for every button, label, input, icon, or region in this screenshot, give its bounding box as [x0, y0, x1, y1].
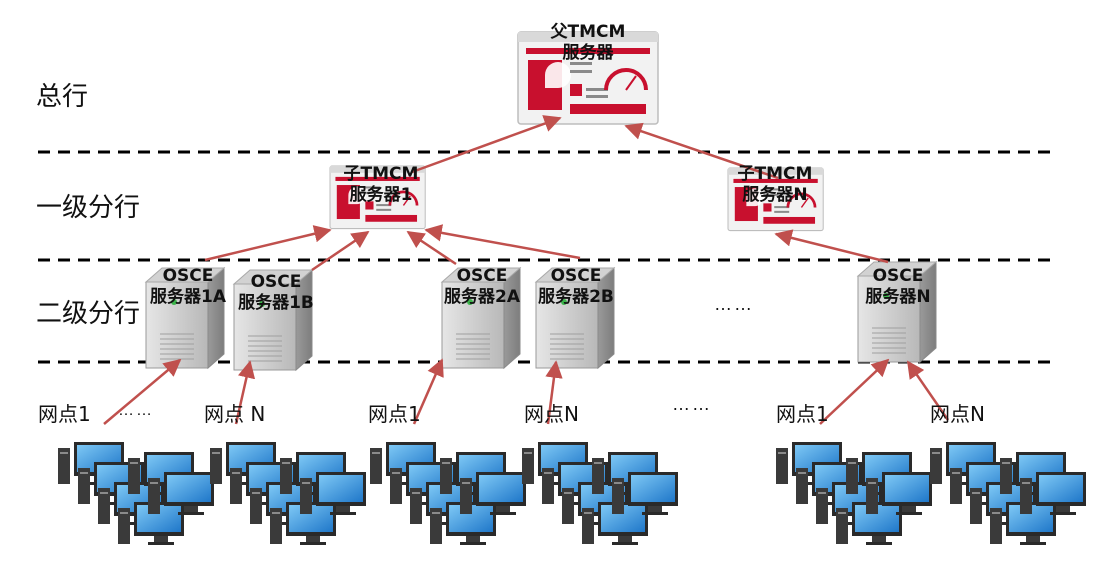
child-tmcm-n-line2: 服务器N [742, 185, 808, 205]
site-label-5: 网点1 [776, 402, 829, 426]
parent-tmcm-label: 父TMCM 服务器 [548, 22, 628, 64]
arrow-site3-to-2a [412, 358, 444, 425]
site-label-3: 网点1 [368, 402, 421, 426]
arrow-2b-to-child1 [424, 224, 581, 260]
site-label-6: 网点N [930, 402, 985, 426]
osce-1b-line2: 服务器1B [238, 293, 314, 313]
child-tmcm-1-line1: 子TMCM [343, 164, 419, 184]
osce-ellipsis: …… [714, 294, 754, 314]
site-row-ellipsis: …… [672, 394, 712, 414]
child-tmcm-n-line1: 子TMCM [737, 164, 813, 184]
arrow-1a-to-child1 [204, 225, 332, 262]
child-tmcm-1-line2: 服务器1 [349, 185, 413, 205]
arrow-site6-to-osce-n [906, 360, 950, 421]
arrow-2a-to-child1 [406, 230, 457, 266]
osce-2b-line1: OSCE [550, 266, 602, 286]
osce-1b-line1: OSCE [250, 272, 302, 292]
site-cluster-1-icon [58, 442, 214, 545]
arrow-site4-to-2b [545, 360, 563, 425]
arrow-child1-to-parent [411, 115, 562, 174]
osce-1b-label: OSCE 服务器1B [226, 272, 326, 314]
arrow-site2-to-1b [234, 360, 256, 425]
site-ellipsis: …… [118, 402, 154, 419]
arrow-site5-to-osce-n [819, 358, 890, 425]
parent-tmcm-line1: 父TMCM [550, 22, 626, 42]
osce-2a-label: OSCE 服务器2A [432, 266, 532, 308]
arrow-childn-to-parent [624, 122, 779, 180]
osce-n-line2: 服务器N [865, 287, 931, 307]
osce-1a-label: OSCE 服务器1A [138, 266, 238, 308]
site-cluster-6-icon [930, 442, 1086, 545]
site-label-2: 网点 N [204, 402, 266, 426]
site-label-4: 网点N [524, 402, 579, 426]
osce-2a-line1: OSCE [456, 266, 508, 286]
arrow-site1-to-1a [103, 358, 182, 425]
child-tmcm-n-label: 子TMCM 服务器N [730, 164, 820, 206]
connection-arrows [103, 115, 950, 425]
osce-2b-label: OSCE 服务器2B [526, 266, 626, 308]
osce-n-line1: OSCE [872, 266, 924, 286]
site-cluster-5-icon [776, 442, 932, 545]
osce-n-label: OSCE 服务器N [848, 266, 948, 308]
tier-label-hq: 总行 [36, 82, 89, 112]
arrow-osce-n-to-childn [774, 229, 889, 264]
osce-2a-line2: 服务器2A [444, 287, 520, 307]
osce-1a-line1: OSCE [162, 266, 214, 286]
site-cluster-4-icon [522, 442, 678, 545]
child-tmcm-1-label: 子TMCM 服务器1 [336, 164, 426, 206]
tier-label-level1: 一级分行 [36, 193, 141, 223]
parent-tmcm-line2: 服务器 [562, 43, 614, 63]
osce-1a-line2: 服务器1A [150, 287, 226, 307]
arrow-1b-to-child1 [311, 230, 370, 272]
osce-2b-line2: 服务器2B [538, 287, 614, 307]
site-cluster-3-icon [370, 442, 526, 545]
site-cluster-2-icon [210, 442, 366, 545]
tier-label-level2: 二级分行 [36, 299, 141, 329]
site-label-1: 网点1 [38, 402, 91, 426]
